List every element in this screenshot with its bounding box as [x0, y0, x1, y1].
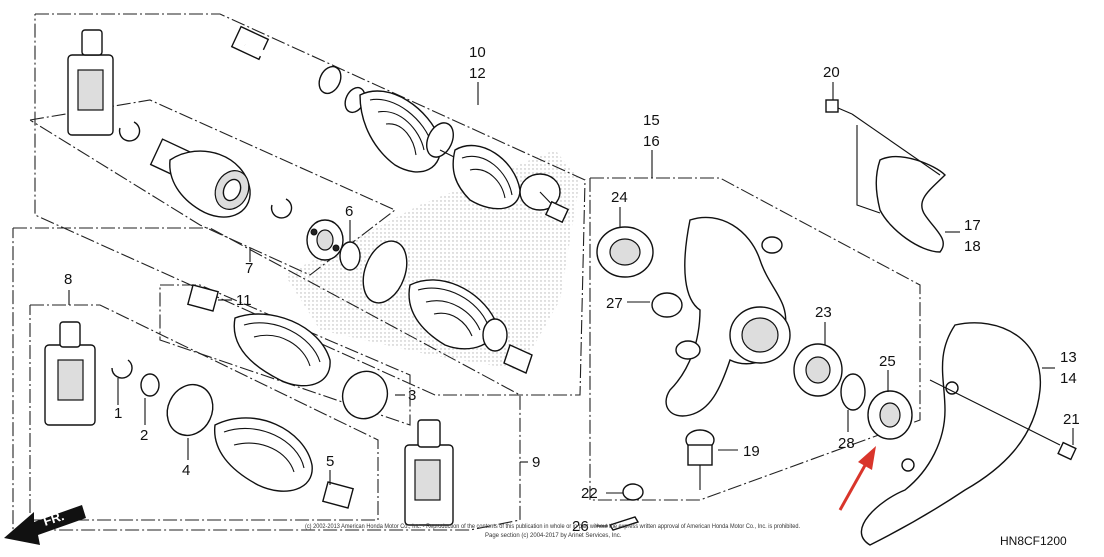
seal-25	[867, 390, 913, 440]
callout-23: 23	[815, 304, 832, 321]
bolt-20	[825, 99, 853, 115]
ball-joint-19	[685, 429, 715, 490]
callout-17: 17	[964, 217, 981, 234]
bearing-23	[793, 343, 843, 397]
oil-bottle-top	[67, 29, 114, 136]
callout-1: 1	[114, 405, 122, 422]
callout-8: 8	[64, 271, 72, 288]
knuckle	[665, 216, 791, 417]
callout-14: 14	[1060, 370, 1077, 387]
callout-4: 4	[182, 462, 190, 479]
diagram-code: HN8CF1200	[1000, 534, 1067, 548]
clips-and-bands	[111, 284, 389, 509]
callout-20: 20	[823, 64, 840, 81]
callout-24: 24	[611, 189, 628, 206]
castle-nut-22	[622, 483, 644, 501]
callout-2: 2	[140, 427, 148, 444]
callout-10: 10	[469, 44, 486, 61]
callout-5: 5	[326, 453, 334, 470]
callout-25: 25	[879, 353, 896, 370]
callout-12: 12	[469, 65, 486, 82]
callout-numbers: 10 12 6 7 8 11 3 1 2 4 5 9 15 16 24 27 2…	[64, 44, 1080, 535]
callout-27: 27	[606, 295, 623, 312]
callout-9: 9	[532, 454, 540, 471]
copyright-line-1: (c) 2002-2013 American Honda Motor Co., …	[305, 524, 800, 530]
snap-ring-28	[840, 373, 866, 411]
oil-bottle-left	[44, 321, 96, 426]
callout-21: 21	[1063, 411, 1080, 428]
front-direction-arrow: FR.	[4, 505, 86, 545]
copyright-line-2: Page section (c) 2004-2017 by Arinet Ser…	[485, 533, 622, 539]
callout-3: 3	[408, 387, 416, 404]
callout-19: 19	[743, 443, 760, 460]
oil-bottle-bottom	[404, 419, 454, 526]
drive-shaft-assembly	[230, 25, 570, 224]
bearing-24	[596, 226, 654, 278]
callout-7: 7	[245, 260, 253, 277]
joint-cage	[306, 219, 408, 304]
callout-28: 28	[838, 435, 855, 452]
highlight-arrow	[838, 446, 876, 511]
cotter-pin-26	[608, 516, 640, 531]
callout-22: 22	[581, 485, 598, 502]
bolt-21	[1057, 441, 1077, 461]
direction-label: FR.	[41, 508, 66, 529]
callout-13: 13	[1060, 349, 1077, 366]
snap-ring-27	[651, 292, 683, 318]
group-outline-8	[29, 304, 379, 521]
callout-26: 26	[572, 518, 589, 535]
group-outline-10-12	[34, 13, 586, 396]
callout-6: 6	[345, 203, 353, 220]
outboard-joint	[118, 121, 293, 219]
callout-11: 11	[236, 292, 252, 309]
callout-18: 18	[964, 238, 981, 255]
splash-guard-13	[860, 322, 1041, 546]
inner-boot	[408, 279, 533, 374]
group-outline-15-16	[589, 177, 921, 501]
boot-lower-left	[214, 417, 313, 492]
callout-15: 15	[643, 112, 660, 129]
boot-upper-left	[233, 313, 331, 387]
leader-lines	[68, 82, 1074, 527]
callout-16: 16	[643, 133, 660, 150]
caliper-bracket-17	[875, 156, 946, 253]
